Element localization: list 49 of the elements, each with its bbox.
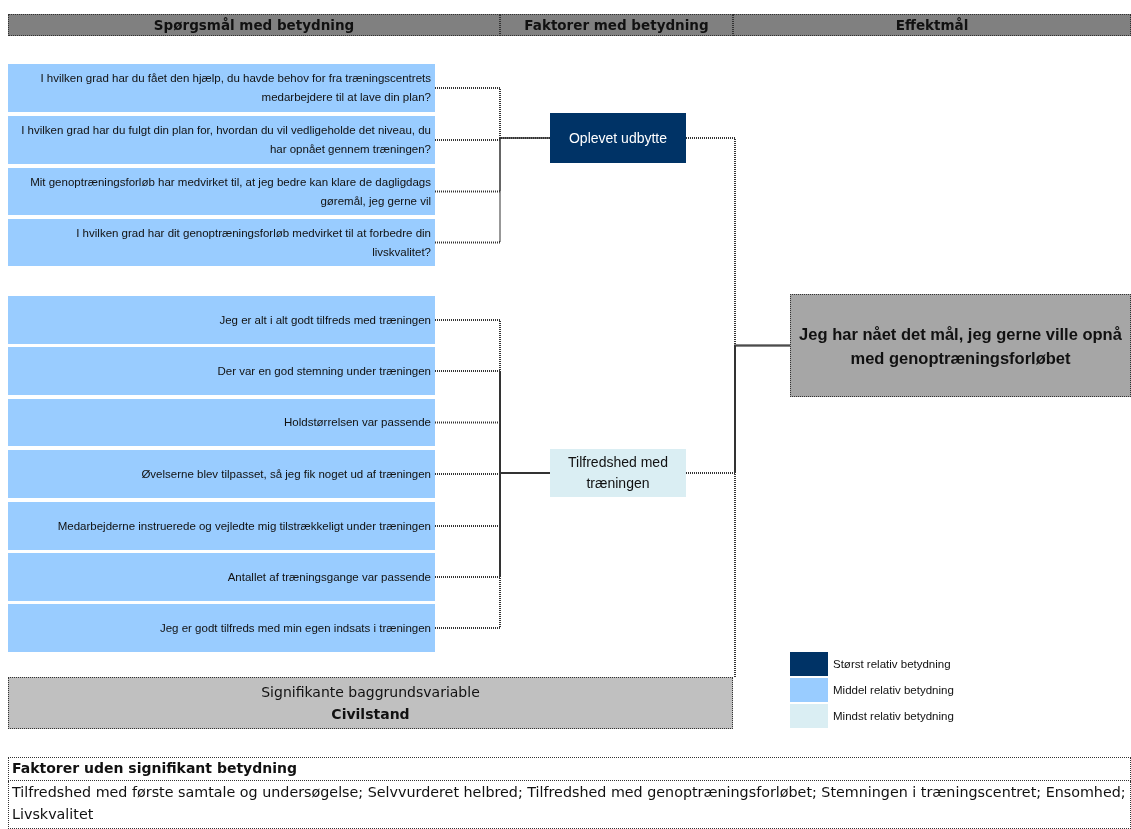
connector-line <box>434 137 551 193</box>
box-text: Oplevet udbytte <box>568 128 668 148</box>
outcome-box <box>790 294 1131 397</box>
box-text: Jeg er godt tilfreds med min egen indsats i træningen <box>159 620 431 636</box>
box-text: Faktorer med betydning <box>524 17 709 33</box>
note-box <box>8 757 1131 829</box>
factor-box <box>550 113 686 163</box>
box-text: Antallet af træningsgange var passende <box>227 569 431 585</box>
box-text: Jeg er alt i alt godt tilfreds med træningen <box>219 312 431 328</box>
connector-line <box>434 137 551 244</box>
note-text: Tilfredshed med første samtale og undersøgelse; Selvvurderet helbred; Tilfredshed med genoptræningsforløbet; Stemningen i træningscentret; Ensomhed; Livskvalitet <box>8 781 1131 829</box>
box-text: Øvelserne blev tilpasset, så jeg fik noget ud af træningen <box>141 466 431 482</box>
box-text: Jeg har nået det mål, jeg gerne ville opnå med genoptræningsforløbet <box>798 323 1123 369</box>
question-box <box>8 553 435 601</box>
box-text: Spørgsmål med betydning <box>153 17 355 33</box>
connector-line <box>434 472 551 578</box>
note-heading: Faktorer uden signifikant betydning <box>8 757 1131 781</box>
box-text: Tilfredshed med træningen <box>567 453 669 493</box>
connector-line <box>685 344 791 474</box>
header-band <box>500 14 733 36</box>
box-text: Effektmål <box>895 17 969 33</box>
question-box <box>8 604 435 652</box>
box-text: I hvilken grad har dit genoptræningsforløb medvirket til at forbedre din livskvalitet? <box>75 225 431 260</box>
question-box <box>8 502 435 550</box>
box-text: Mit genoptræningsforløb har medvirket til, at jeg bedre kan klare de dagligdags gøremål, jeg gerne vil <box>29 174 431 209</box>
connector-line <box>734 344 791 678</box>
header-band <box>8 14 500 36</box>
box-text: Medarbejderne instruerede og vejledte mig tilstrækkeligt under træningen <box>57 518 431 534</box>
question-box <box>8 296 435 344</box>
header-band <box>733 14 1131 36</box>
question-box <box>8 450 435 498</box>
question-box <box>8 64 435 112</box>
background-variables-box <box>8 677 733 729</box>
box-text: Holdstørrelsen var passende <box>284 415 431 430</box>
question-box <box>8 399 435 446</box>
box-heading: Signifikante baggrundsvariable <box>261 683 480 702</box>
box-value: Civilstand <box>331 705 410 724</box>
question-box <box>8 347 435 395</box>
connector-line <box>434 472 551 629</box>
legend-label: Størst relativ betydning <box>833 657 951 672</box>
legend-label: Middel relativ betydning <box>833 683 954 698</box>
question-box <box>8 116 435 164</box>
question-box <box>8 219 435 266</box>
factor-box <box>550 449 686 497</box>
question-box <box>8 168 435 215</box>
box-text: I hvilken grad har du fået den hjælp, du havde behov for fra træningscentrets medarbejdere til at lave din plan? <box>39 71 431 105</box>
box-text: I hvilken grad har du fulgt din plan for, hvordan du vil vedligeholde det niveau, du har opnået gennem træningen? <box>20 123 431 157</box>
box-text: Der var en god stemning under træningen <box>217 363 431 379</box>
legend-label: Mindst relativ betydning <box>833 709 954 724</box>
